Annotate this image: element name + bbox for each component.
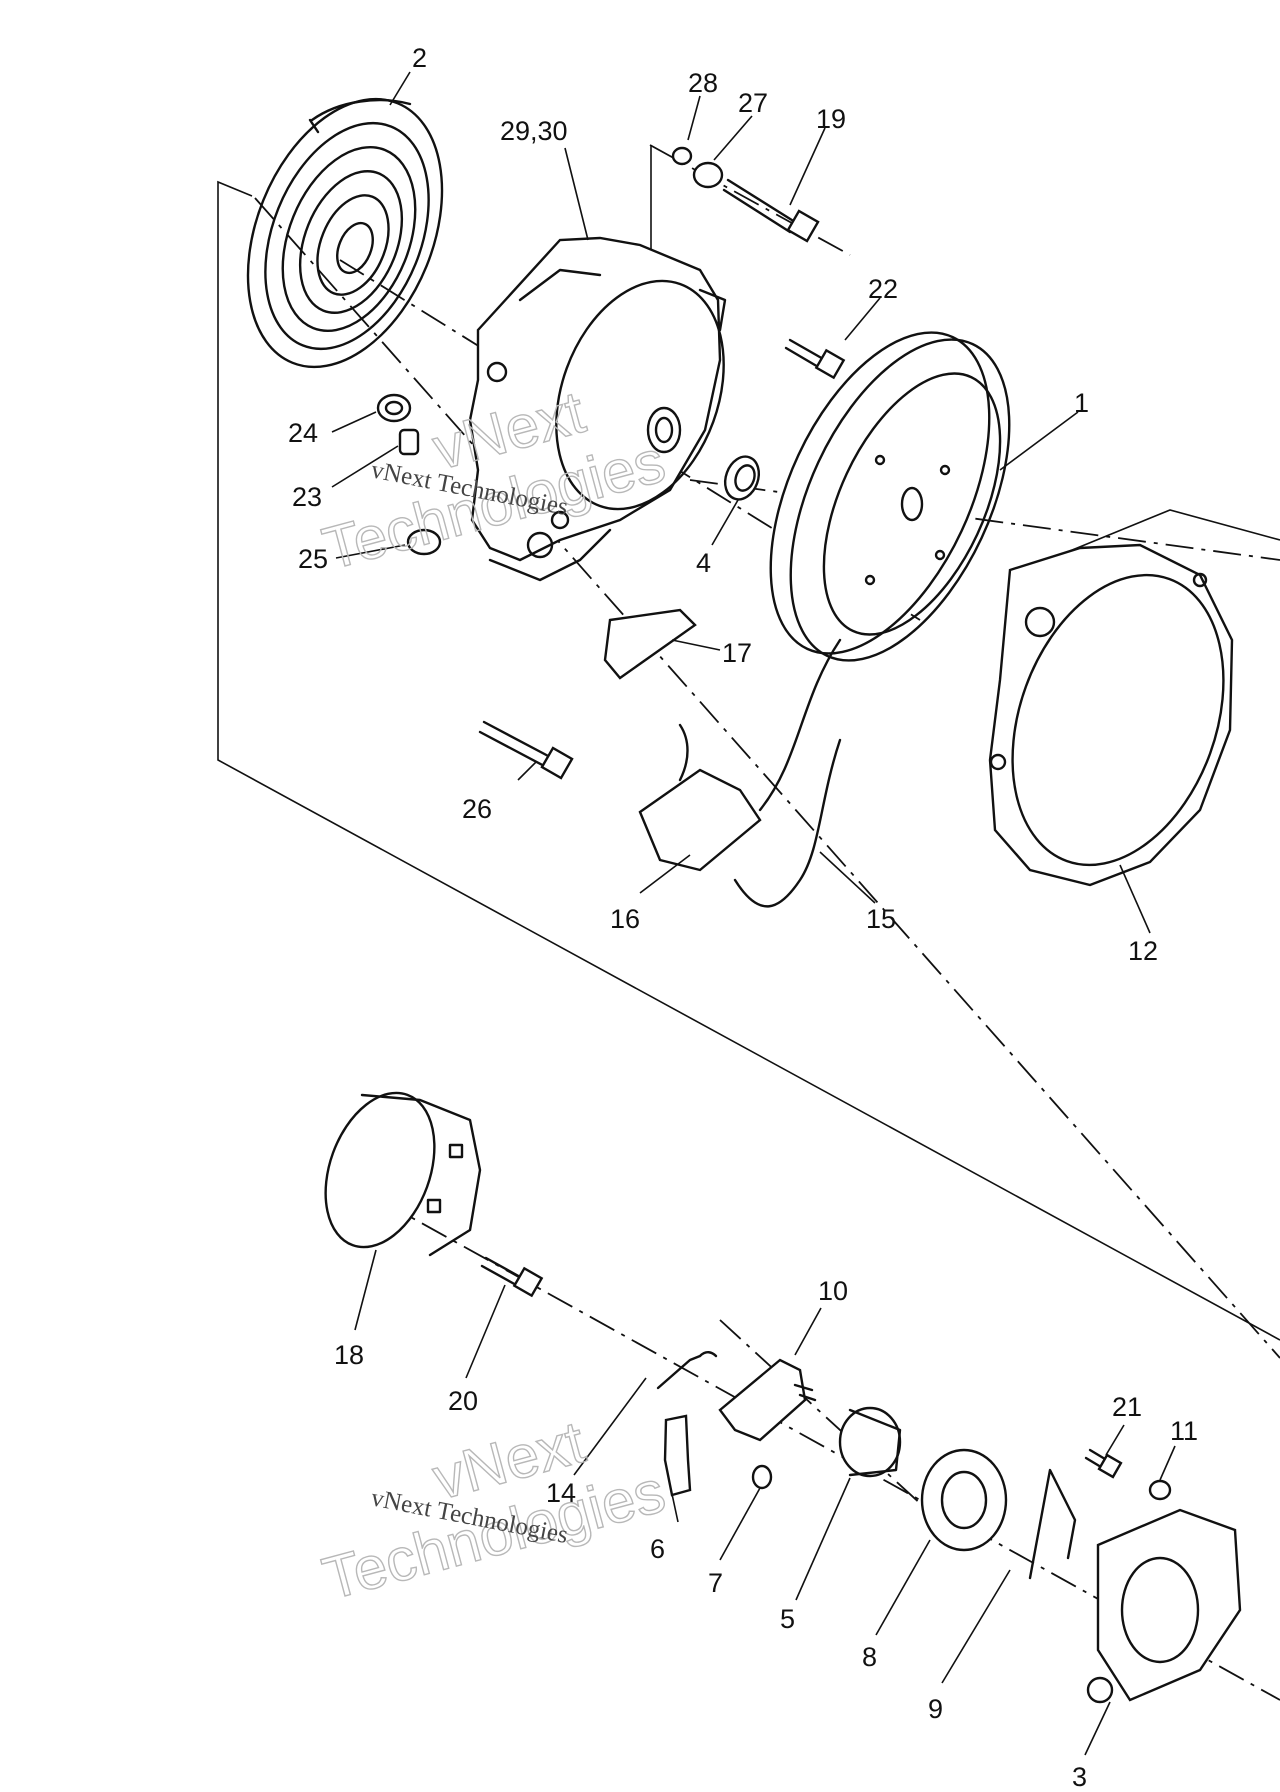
recoil-housing-part: [468, 236, 727, 582]
callout-28: 28: [688, 68, 718, 98]
callout-29-30: 29,30: [500, 116, 568, 146]
callout-9: 9: [928, 1694, 943, 1724]
pulley-part: [758, 331, 1011, 812]
seal-part: [723, 455, 761, 501]
callout-6: 6: [650, 1534, 665, 1564]
callout-21: 21: [1112, 1392, 1142, 1422]
recoil-spring-part: [246, 97, 444, 369]
callout-5: 5: [780, 1604, 795, 1634]
callout-17: 17: [722, 638, 752, 668]
callout-15: 15: [866, 904, 896, 934]
callout-3: 3: [1072, 1762, 1087, 1792]
callout-12: 12: [1128, 936, 1158, 966]
callout-16: 16: [610, 904, 640, 934]
callout-1: 1: [1074, 388, 1089, 418]
callout-2: 2: [412, 43, 427, 73]
callout-23: 23: [292, 482, 322, 512]
callout-4: 4: [696, 548, 711, 578]
leader-lines: [331, 71, 1176, 1756]
callout-11: 11: [1170, 1416, 1198, 1446]
callout-27: 27: [738, 88, 768, 118]
callout-24: 24: [288, 418, 318, 448]
callout-18: 18: [334, 1340, 364, 1370]
callout-26: 26: [462, 794, 492, 824]
callout-8: 8: [862, 1642, 877, 1672]
callout-22: 22: [868, 274, 898, 304]
callout-10: 10: [818, 1276, 848, 1306]
callout-25: 25: [298, 544, 328, 574]
cover-part: [988, 543, 1234, 887]
drum-part: [324, 1091, 482, 1257]
small-hardware-parts: [376, 146, 1172, 1501]
callout-7: 7: [708, 1568, 723, 1598]
ratchet-assembly-parts: [656, 1351, 1242, 1704]
handle-rope-parts: [603, 608, 842, 908]
callout-19: 19: [816, 104, 846, 134]
callout-20: 20: [448, 1386, 478, 1416]
watermark-bottom: vNext Technologies vNext Technologies: [315, 1407, 672, 1613]
assembly-guide-lines: [217, 144, 1280, 1701]
bolts-parts: [478, 178, 1123, 1479]
callout-14: 14: [546, 1478, 576, 1508]
callout-labels: 2 29,30 28 27 19 22 1 24 23 25 4 17 26 1…: [288, 43, 1198, 1792]
